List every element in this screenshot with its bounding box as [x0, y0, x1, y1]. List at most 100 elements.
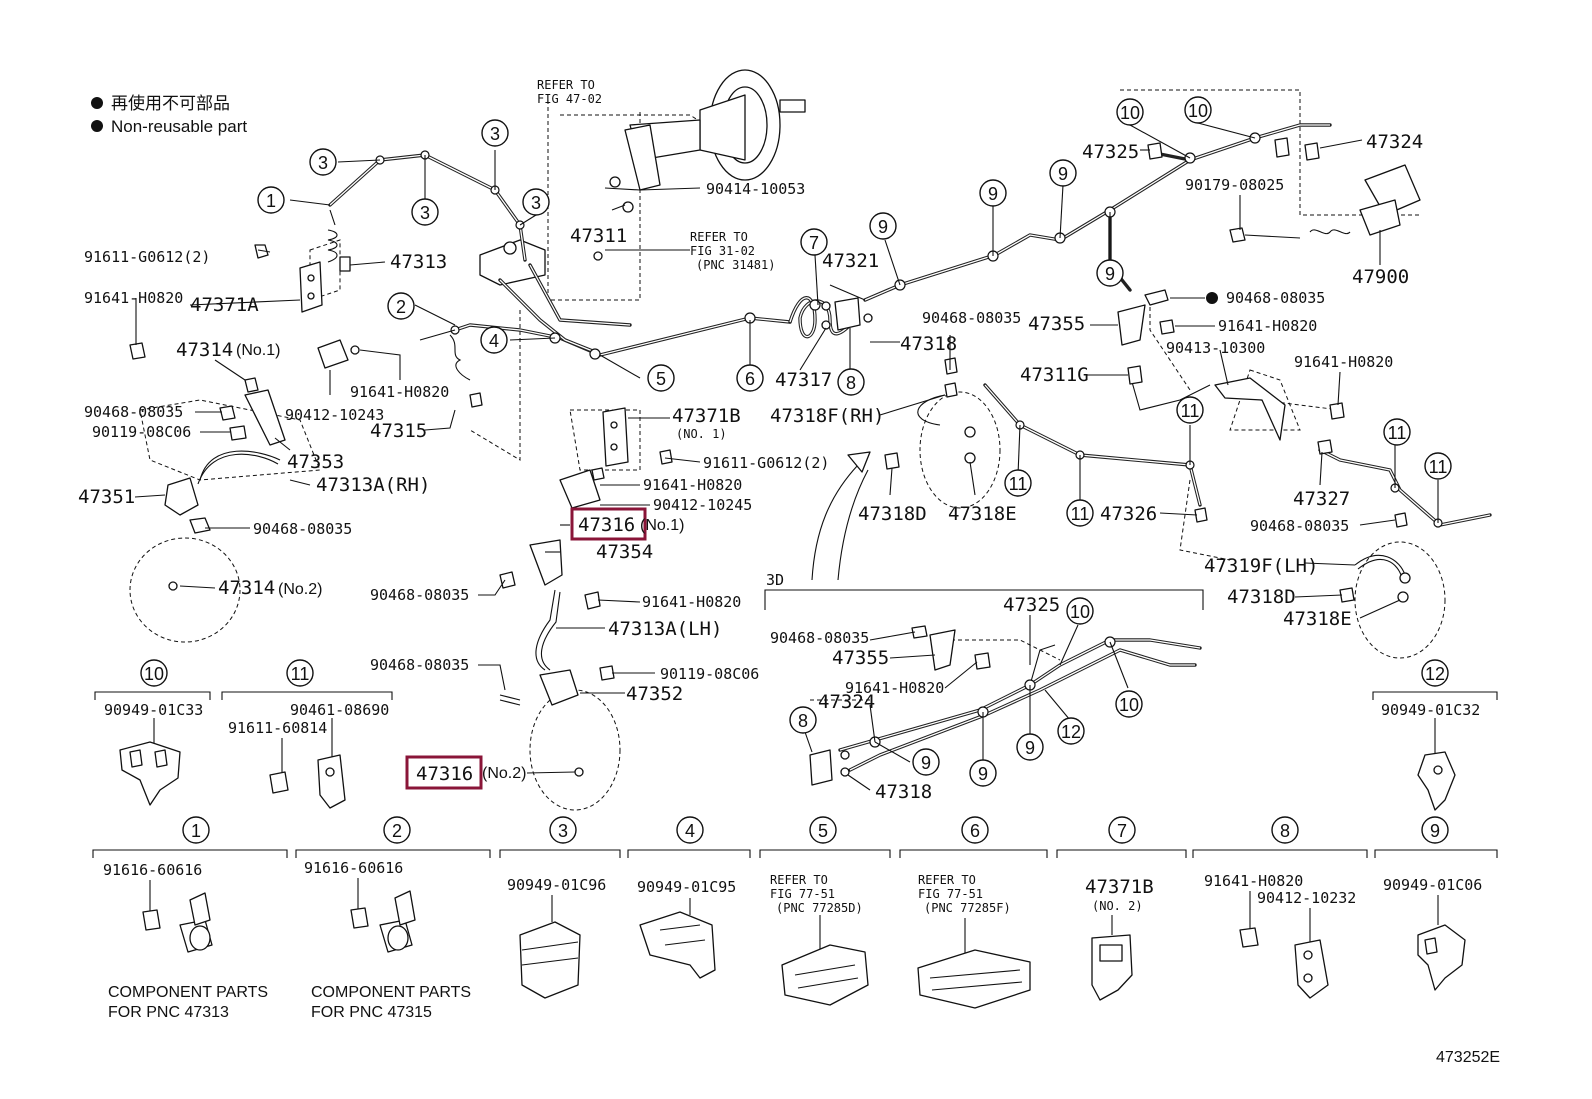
label-91641-h0820-e: 91641-H0820 [1218, 317, 1317, 335]
figure-id: 473252E [1436, 1049, 1500, 1066]
part-labels: REFER TO FIG 47-02 90414-10053 47311 REF… [78, 78, 1423, 803]
callouts: 3 1 3 3 3 2 4 5 6 7 8 9 9 9 9 10 10 11 1… [257, 96, 1452, 787]
label-47313: 47313 [390, 251, 447, 273]
label-47324-a: 47324 [1366, 131, 1423, 153]
svg-text:8: 8 [798, 711, 808, 731]
callout-4: 4 [480, 326, 508, 354]
leader-lines [134, 122, 1439, 791]
callout-10: 10 [1184, 96, 1212, 124]
label-47354: 47354 [596, 541, 653, 563]
svg-text:9: 9 [1058, 164, 1068, 184]
clip-5: 5 REFER TO FIG 77-51 (PNC 77285D) [759, 816, 891, 1006]
label-47355-b: 47355 [832, 647, 889, 669]
svg-text:90461-08690: 90461-08690 [290, 701, 389, 719]
svg-text:FOR PNC 47313: FOR PNC 47313 [108, 1004, 229, 1021]
svg-text:9: 9 [988, 184, 998, 204]
callout-12: 12 [1057, 717, 1085, 745]
svg-text:1: 1 [266, 191, 276, 211]
label-47318d-b: 47318D [1227, 586, 1296, 608]
callout-9: 9 [969, 759, 997, 787]
clip-1: 1 91616-60616 COMPONENT PARTS FOR PNC 47… [92, 816, 288, 1021]
clip-details-top: 10 90949-01C33 11 90461-08690 91611-6081… [94, 659, 1498, 811]
svg-text:8: 8 [1280, 821, 1290, 841]
svg-text:12: 12 [1425, 664, 1445, 684]
callout-3: 3 [481, 119, 509, 147]
label-91641-h0820-b: 91641-H0820 [350, 383, 449, 401]
brake-booster [609, 69, 806, 191]
svg-text:12: 12 [1061, 722, 1081, 742]
label-47353: 47353 [287, 451, 344, 473]
svg-text:(PNC 77285F): (PNC 77285F) [924, 901, 1011, 915]
svg-text:4: 4 [685, 821, 695, 841]
svg-text:5: 5 [818, 821, 828, 841]
svg-text:11: 11 [1071, 504, 1090, 524]
label-91641-h0820-f: 91641-H0820 [1294, 353, 1393, 371]
brake-discs [129, 391, 1446, 811]
clip-8: 8 91641-H0820 90412-10232 [1192, 816, 1368, 999]
refer-31-02-l3: (PNC 31481) [696, 258, 775, 272]
label-90412-10243: 90412-10243 [285, 406, 384, 424]
label-47316-no1[interactable]: 47316 [578, 514, 635, 536]
callout-11: 11 [1176, 396, 1204, 424]
callout-11: 11 [1383, 418, 1411, 446]
label-47313a-rh: 47313A(RH) [316, 474, 430, 496]
svg-text:91616-60616: 91616-60616 [304, 859, 403, 877]
label-90468-08035-c: 90468-08035 [370, 586, 469, 604]
components [129, 137, 1421, 786]
label-91641-h0820-d: 91641-H0820 [642, 593, 741, 611]
svg-text:3: 3 [558, 821, 568, 841]
callout-8: 8 [789, 706, 817, 734]
clip-12: 12 90949-01C32 [1372, 659, 1498, 811]
label-47355-a: 47355 [1028, 313, 1085, 335]
legend-jp: 再使用不可部品 [111, 93, 230, 113]
label-47318-b: 47318 [875, 781, 932, 803]
label-90119-08c06-a: 90119-08C06 [92, 423, 191, 441]
callout-9: 9 [912, 748, 940, 776]
svg-text:1: 1 [191, 821, 201, 841]
label-90414-10053: 90414-10053 [706, 180, 805, 198]
label-47311: 47311 [570, 225, 627, 247]
label-47318e-a: 47318E [948, 503, 1017, 525]
svg-text:FIG 77-51: FIG 77-51 [770, 887, 835, 901]
label-90468-08035-h: 90468-08035 [770, 629, 869, 647]
label-47371b: 47371B [672, 405, 741, 427]
label-47311g: 47311G [1020, 364, 1089, 386]
svg-text:90949-01C06: 90949-01C06 [1383, 876, 1482, 894]
label-47314-no2-suffix: (No.2) [278, 581, 322, 598]
label-47324-b: 47324 [818, 691, 875, 713]
non-reusable-dot-icon [91, 120, 103, 132]
svg-text:3: 3 [531, 193, 541, 213]
callout-3: 3 [522, 188, 550, 216]
callout-1: 1 [257, 186, 285, 214]
callout-9: 9 [1096, 259, 1124, 287]
label-47327: 47327 [1293, 488, 1350, 510]
svg-text:11: 11 [1388, 423, 1407, 443]
callout-9: 9 [979, 179, 1007, 207]
svg-text:COMPONENT PARTS: COMPONENT PARTS [108, 984, 268, 1001]
svg-text:8: 8 [846, 373, 856, 393]
view-3d-bracket: 3D [764, 571, 1204, 610]
callout-5: 5 [647, 364, 675, 392]
svg-text:91616-60616: 91616-60616 [103, 861, 202, 879]
svg-text:4: 4 [489, 331, 499, 351]
clip-9: 9 90949-01C06 [1374, 816, 1498, 991]
label-47316-no2[interactable]: 47316 [416, 763, 473, 785]
svg-text:REFER TO: REFER TO [770, 873, 828, 887]
clip-2: 2 91616-60616 COMPONENT PARTS FOR PNC 47… [295, 816, 491, 1021]
label-47315: 47315 [370, 420, 427, 442]
dashed-guides [139, 89, 1420, 701]
svg-text:6: 6 [745, 369, 755, 389]
label-47318d-a: 47318D [858, 503, 927, 525]
clip-10: 10 90949-01C33 [94, 659, 211, 806]
callout-10: 10 [1115, 690, 1143, 718]
svg-text:10: 10 [1188, 101, 1208, 121]
svg-text:90412-10232: 90412-10232 [1257, 889, 1356, 907]
svg-text:(PNC 77285D): (PNC 77285D) [776, 901, 863, 915]
svg-text:11: 11 [1181, 401, 1200, 421]
label-47900: 47900 [1352, 266, 1409, 288]
svg-text:3: 3 [420, 203, 430, 223]
callout-8: 8 [837, 368, 865, 396]
label-47325-a: 47325 [1082, 141, 1139, 163]
callout-10: 10 [1116, 98, 1144, 126]
label-91641-h0820-a: 91641-H0820 [84, 289, 183, 307]
